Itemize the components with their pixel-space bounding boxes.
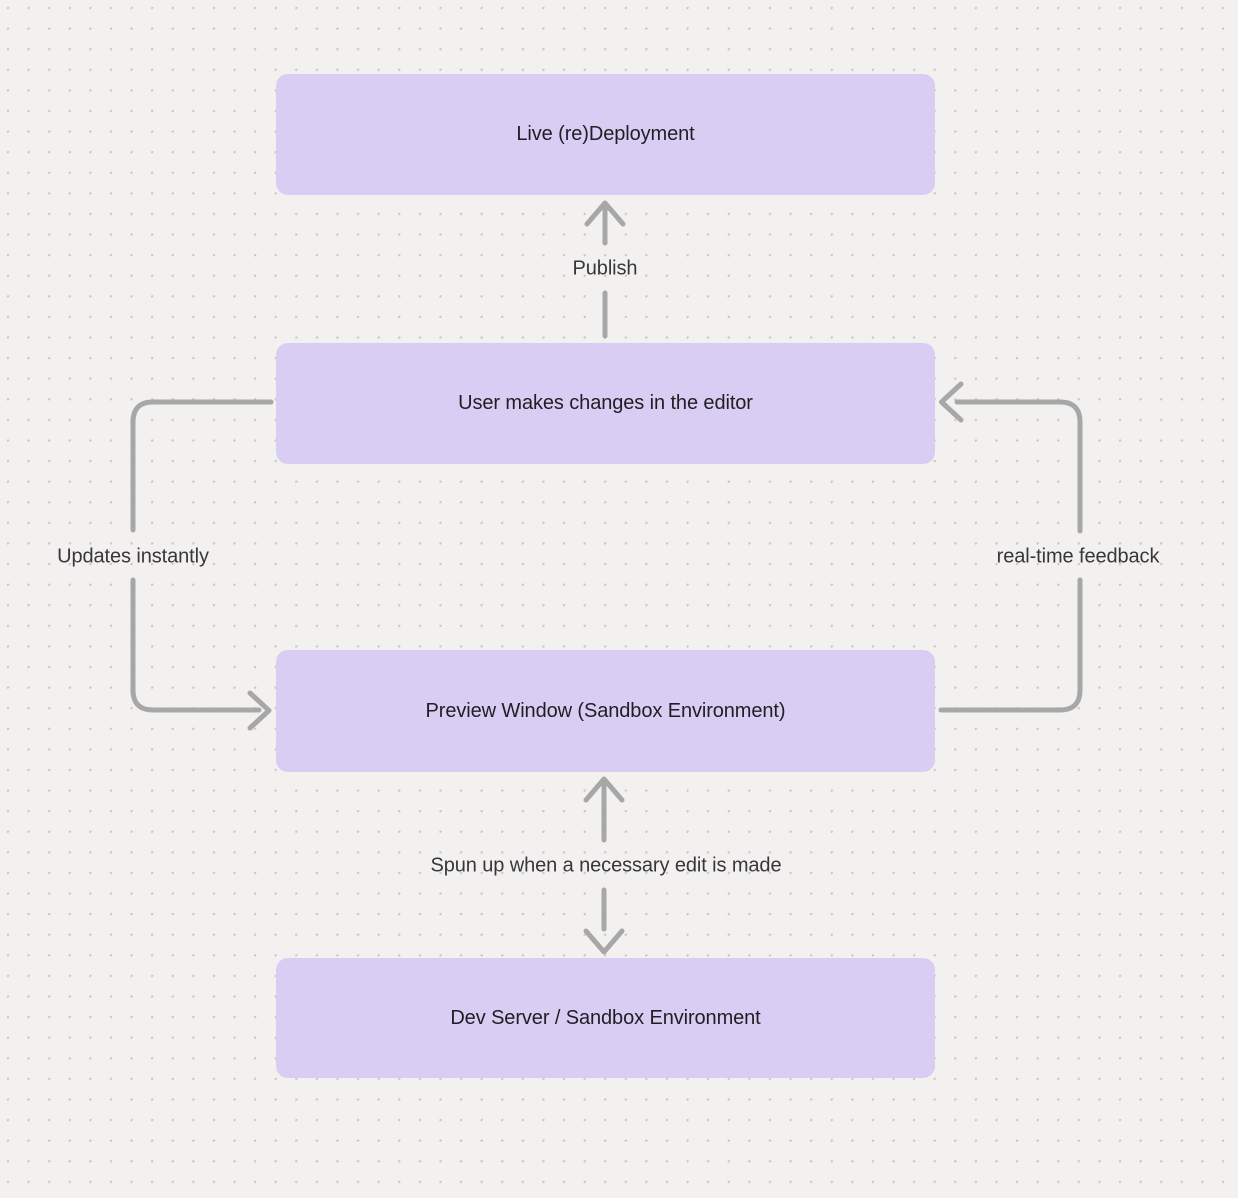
real-time-feedback-arrow[interactable] [938,381,1083,713]
node-label: User makes changes in the editor [458,392,753,414]
arrowhead-up-icon [584,200,626,227]
arrowhead-up-icon [583,776,625,803]
publish-arrow[interactable] [584,200,626,339]
updates-instantly-arrow[interactable] [130,399,274,731]
updates-arrow-lower-segment [130,577,262,713]
arrowhead-down-icon [583,928,625,955]
edge-label-updates-instantly[interactable]: Updates instantly [57,545,209,568]
arrowhead-left-icon [939,381,964,423]
feedback-arrow-lower-segment [938,577,1083,713]
node-user-editor[interactable]: User makes changes in the editor [276,343,935,464]
node-label: Preview Window (Sandbox Environment) [425,699,786,722]
arrowhead-right-icon [247,690,272,731]
feedback-arrow-upper-segment [954,399,1083,534]
spun-up-arrow[interactable] [583,776,625,955]
updates-arrow-upper-segment [130,399,274,533]
edge-label-real-time-feedback[interactable]: real-time feedback [996,545,1160,568]
node-live-redeployment[interactable]: Live (re)Deployment [276,74,935,195]
node-preview-window[interactable]: Preview Window (Sandbox Environment) [276,650,935,772]
node-label: Live (re)Deployment [516,123,695,145]
node-dev-server[interactable]: Dev Server / Sandbox Environment [276,958,935,1078]
node-label: Dev Server / Sandbox Environment [450,1006,761,1029]
edge-label-spun-up[interactable]: Spun up when a necessary edit is made [430,854,782,877]
edge-label-publish[interactable]: Publish [572,257,638,280]
